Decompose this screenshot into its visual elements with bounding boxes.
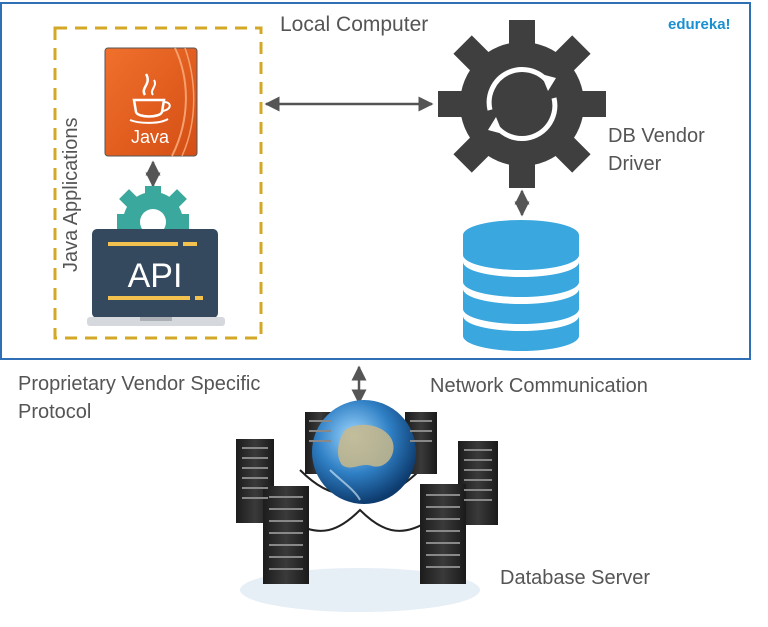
java-applications-group xyxy=(53,26,263,340)
local-computer-frame xyxy=(0,2,751,360)
java-logo-icon: Java xyxy=(104,47,198,157)
protocol-label-line2: Protocol xyxy=(18,401,92,423)
database-server-label: Database Server xyxy=(500,567,651,589)
driver-gear-icon xyxy=(438,20,606,188)
gear-icon xyxy=(117,186,189,252)
api-text: API xyxy=(128,257,183,295)
driver-label-line2: Driver xyxy=(608,153,662,175)
api-laptop-icon: API xyxy=(87,229,225,326)
driver-label-line1: DB Vendor xyxy=(608,125,705,147)
java-logo-text: Java xyxy=(131,127,170,147)
protocol-label-line1: Proprietary Vendor Specific xyxy=(18,373,261,395)
brand-logo: edureka! xyxy=(668,16,731,33)
local-computer-title: Local Computer xyxy=(280,13,429,36)
database-icon xyxy=(463,220,579,351)
database-server-icon xyxy=(236,400,498,612)
java-applications-label: Java Applications xyxy=(60,117,82,272)
network-communication-label: Network Communication xyxy=(430,375,648,397)
